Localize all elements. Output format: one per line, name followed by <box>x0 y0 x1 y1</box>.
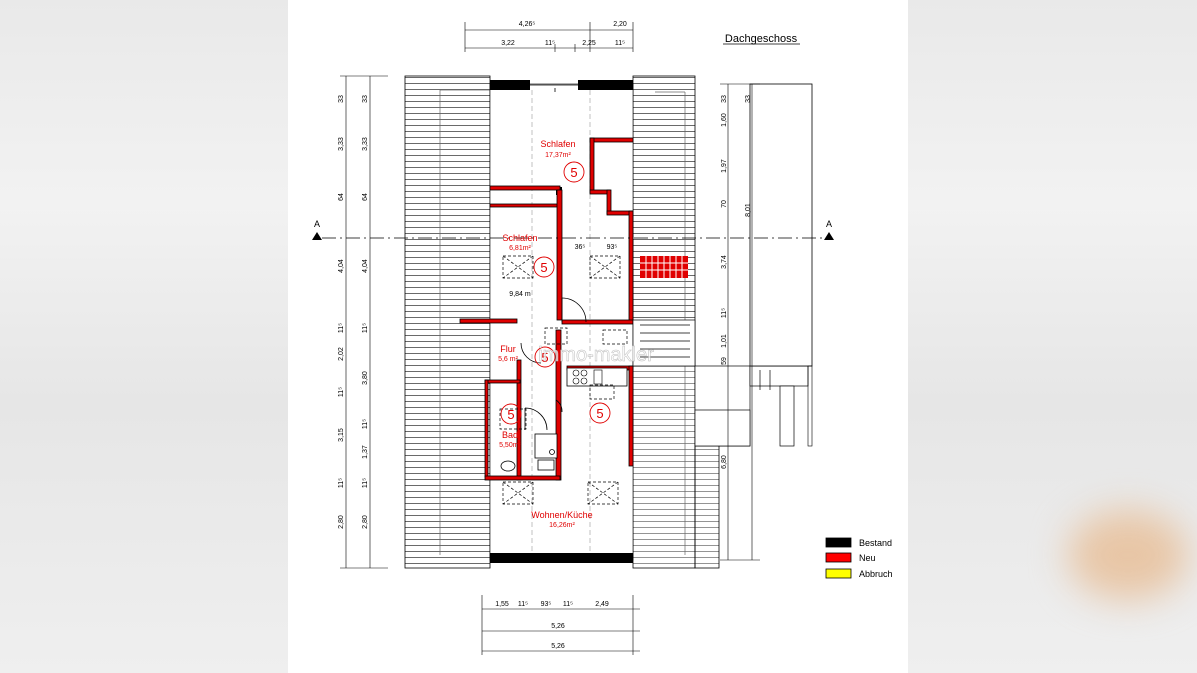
room-name: Flur <box>500 344 516 354</box>
floor-plan-drawing: Dachgeschoss <box>312 21 893 655</box>
dimension-text: 11⁵ <box>518 601 528 608</box>
dimension-text: 33 <box>338 95 345 103</box>
dimension-text: 4,26⁵ <box>519 21 536 28</box>
room-area: 5,50m² <box>499 442 521 449</box>
dimension-text: 64 <box>362 193 369 201</box>
dimension-text: 2,80 <box>362 515 369 529</box>
dimension-text: 2,25 <box>582 40 596 47</box>
plan-title: Dachgeschoss <box>725 33 798 45</box>
dimension-text: 3,74 <box>721 255 728 269</box>
dimension-text: 3,80 <box>362 371 369 385</box>
dimension-text: 70 <box>721 200 728 208</box>
dimension-text: 3,22 <box>501 40 515 47</box>
dimension-text: 64 <box>338 193 345 201</box>
dimension-text: 8,01 <box>745 203 752 217</box>
doors <box>520 297 587 431</box>
red-grid-element <box>640 256 688 278</box>
room-name: Wohnen/Küche <box>531 510 592 520</box>
legend-swatch-neu <box>825 552 852 563</box>
dimension-text: 11⁵ <box>563 601 573 608</box>
skylights <box>499 255 628 505</box>
dimension-text: 33 <box>721 95 728 103</box>
staircase <box>632 319 809 447</box>
room-area: 17,37m² <box>545 152 571 159</box>
room-badge: 5 <box>507 407 514 422</box>
dimension-text: 59 <box>721 357 728 365</box>
room-labels: Schlafen 17,37m² Schlafen 6,81m² Flur 5,… <box>498 139 593 529</box>
dimension-text: 11⁵ <box>362 419 369 429</box>
legend-swatch-abbruch <box>825 568 852 579</box>
floor-plan-sheet: Dachgeschoss <box>288 0 908 673</box>
dimension-text: 11⁵ <box>545 40 555 47</box>
section-marker-right: A <box>826 219 832 229</box>
dimension-text: 6,80 <box>721 455 728 469</box>
dimension-text: 2,49 <box>595 601 609 608</box>
room-area: 6,81m² <box>509 245 531 252</box>
room-badge: 5 <box>540 260 547 275</box>
dimension-text: 11⁵ <box>721 308 728 318</box>
blurred-background-left <box>0 0 288 673</box>
dimension-text: 11⁵ <box>615 40 625 47</box>
dimension-text: 1,60 <box>721 113 728 127</box>
kitchen-counter <box>566 367 628 387</box>
dimension-text: 11⁵ <box>362 478 369 488</box>
dimension-text: 93⁵ <box>541 601 552 608</box>
blurred-background-right <box>908 0 1197 673</box>
dimension-text: 11⁵ <box>362 323 369 333</box>
legend: Bestand Neu Abbruch <box>825 537 893 579</box>
legend-label: Neu <box>859 553 876 563</box>
dimension-text: 11⁵ <box>338 387 345 397</box>
dimension-lines <box>340 22 760 655</box>
room-badge: 5 <box>596 406 603 421</box>
dimension-text: 1,37 <box>362 445 369 459</box>
section-marker-left: A <box>314 219 320 229</box>
dimension-text: 5,26 <box>551 623 565 630</box>
legend-label: Abbruch <box>859 569 893 579</box>
room-area: 16,26m² <box>549 522 575 529</box>
room-name: Bad <box>502 430 518 440</box>
dimension-text: 11⁵ <box>338 323 345 333</box>
dimension-text: 1,97 <box>721 159 728 173</box>
blurred-spot <box>1068 510 1188 600</box>
dimension-text: 4,04 <box>362 259 369 273</box>
watermark: immo-makler <box>538 344 654 366</box>
dimension-text: 4,04 <box>338 259 345 273</box>
dimension-text: 2,02 <box>338 347 345 361</box>
dimension-text: 1,55 <box>495 601 509 608</box>
legend-label: Bestand <box>859 538 892 548</box>
dimension-text: 5,26 <box>551 643 565 650</box>
inner-dimension: 93⁵ <box>607 244 618 251</box>
dimension-text: 3,15 <box>338 428 345 442</box>
room-badge: 5 <box>570 165 577 180</box>
room-name: Schlafen <box>502 233 537 243</box>
room-badges <box>500 161 611 425</box>
inner-dimension: 36⁵ <box>575 244 586 251</box>
dimension-text: 2,20 <box>613 21 627 28</box>
dimension-text: 3,33 <box>338 137 345 151</box>
dimension-text: 33 <box>362 95 369 103</box>
roof-hatching <box>404 75 720 569</box>
room-area: 5,6 m² <box>498 356 519 363</box>
room-name: Schlafen <box>540 139 575 149</box>
dimension-text: 11⁵ <box>338 478 345 488</box>
dimension-text: 33 <box>745 95 752 103</box>
dimension-text: 2,80 <box>338 515 345 529</box>
dimension-text: 1,01 <box>721 334 728 348</box>
legend-swatch-bestand <box>825 537 852 548</box>
dimension-text: 3,33 <box>362 137 369 151</box>
room-badge: 5 <box>541 350 548 365</box>
area-label: 9,84 m <box>509 291 531 298</box>
bathroom-fixtures <box>500 433 558 472</box>
